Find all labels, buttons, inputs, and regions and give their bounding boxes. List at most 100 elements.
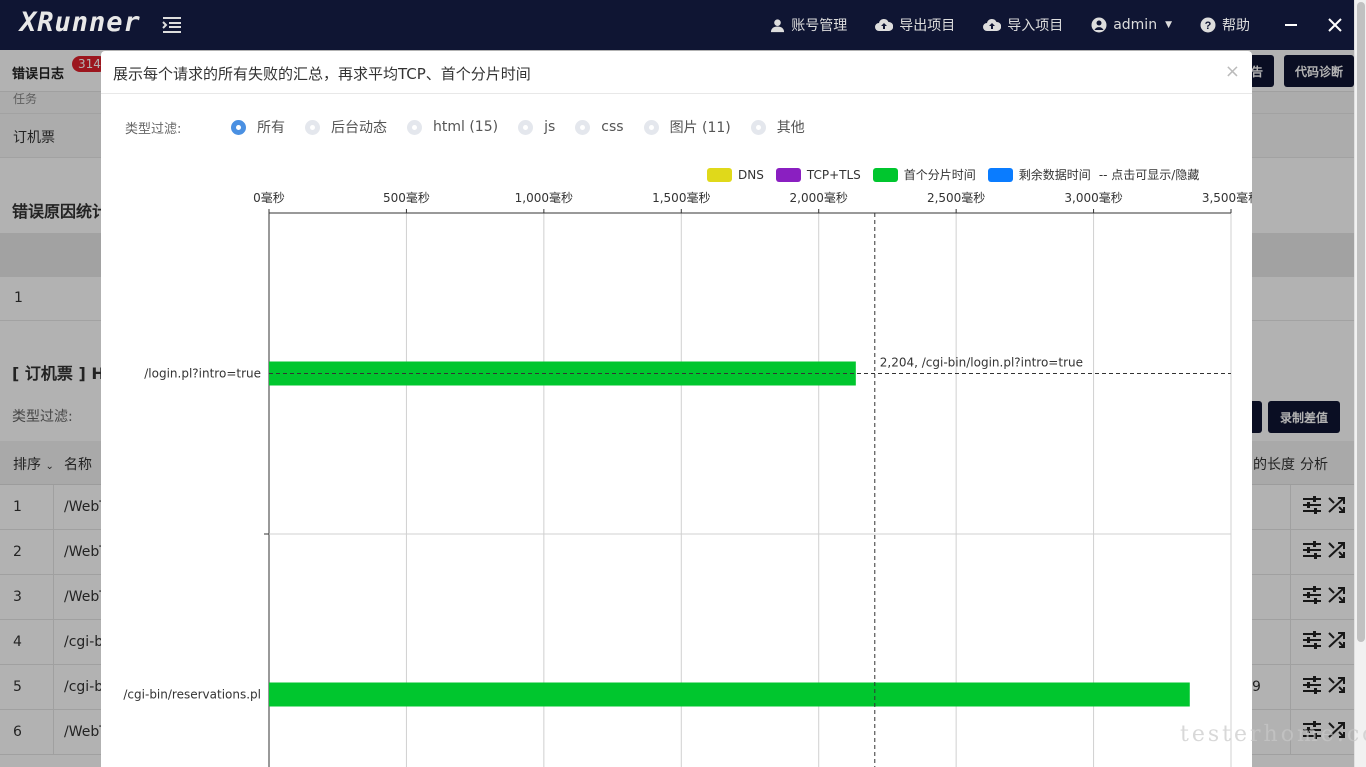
type-filter-option[interactable]: 其他	[750, 117, 805, 137]
type-filter-option-label: 后台动态	[331, 120, 387, 136]
menu-toggle-icon[interactable]	[162, 15, 182, 35]
col-analysis: 分析	[1300, 457, 1328, 473]
report-button-label: 告	[1250, 64, 1263, 79]
column-divider	[1290, 665, 1291, 710]
legend-remaining-data[interactable]: 剩余数据时间	[987, 166, 1091, 183]
export-project-link[interactable]: 导出项目	[875, 15, 955, 35]
row-analysis-actions[interactable]	[1302, 631, 1346, 649]
type-filter-option-label: css	[601, 119, 624, 135]
row-name: /WebT	[64, 589, 108, 605]
legend-dns-label: DNS	[738, 167, 764, 182]
bar-first-chunk	[269, 361, 856, 386]
user-icon	[771, 18, 785, 32]
chart-legend: DNS TCP+TLS 首个分片时间 剩余数据时间 -- 点击可显示/隐藏	[707, 166, 1199, 183]
waterfall-summary-modal: 展示每个请求的所有失败的汇总，再求平均TCP、首个分片时间 × 类型过滤: 所有…	[101, 51, 1252, 767]
bar-first-chunk	[269, 682, 1190, 707]
type-filter-option[interactable]: 后台动态	[305, 117, 387, 137]
row-name: /cgi-b	[64, 679, 104, 695]
error-count-badge: 314	[72, 56, 107, 72]
row-rank: 4	[13, 634, 22, 650]
close-window-button[interactable]	[1322, 12, 1348, 38]
modal-title: 展示每个请求的所有失败的汇总，再求平均TCP、首个分片时间	[113, 65, 531, 83]
column-divider	[1290, 575, 1291, 620]
legend-first-chunk[interactable]: 首个分片时间	[872, 166, 976, 183]
watermark: testerhome.com	[1180, 722, 1366, 747]
legend-remaining-data-swatch	[987, 167, 1013, 182]
modal-header: 展示每个请求的所有失败的汇总，再求平均TCP、首个分片时间 ×	[101, 51, 1252, 94]
row-rank: 5	[13, 679, 22, 695]
legend-first-chunk-label: 首个分片时间	[903, 168, 976, 182]
column-divider	[53, 485, 54, 530]
x-tick-label: 500毫秒	[383, 190, 430, 205]
type-filter-option-label: 所有	[257, 120, 285, 136]
account-management-label: 账号管理	[791, 18, 848, 34]
row-analysis-actions[interactable]	[1302, 541, 1346, 559]
minimize-button[interactable]	[1278, 12, 1304, 38]
type-filter-label: 类型过滤:	[125, 122, 182, 137]
row-analysis-actions[interactable]	[1302, 721, 1346, 739]
legend-tcp-tls[interactable]: TCP+TLS	[775, 167, 861, 182]
type-filter-option-label: html (15)	[433, 119, 499, 135]
admin-menu[interactable]: admin ▼	[1091, 17, 1172, 33]
radio-dot-icon	[575, 119, 591, 135]
modal-close-button[interactable]: ×	[1224, 61, 1240, 82]
col-length: 的长度	[1253, 457, 1295, 473]
adjust-icon	[1303, 676, 1321, 694]
type-filter-option[interactable]: 所有	[231, 117, 285, 137]
page-scrollbar[interactable]	[1354, 0, 1366, 767]
column-divider	[53, 665, 54, 710]
help-icon: ?	[1200, 17, 1216, 33]
error-reason-title: 错误原因统计	[12, 202, 109, 221]
row-rank: 2	[13, 544, 22, 560]
svg-text:?: ?	[1205, 20, 1212, 32]
type-filter-option[interactable]: html (15)	[407, 117, 498, 137]
column-divider	[1290, 620, 1291, 665]
type-filter-option[interactable]: 图片 (11)	[643, 117, 731, 137]
help-link[interactable]: ? 帮助	[1200, 15, 1250, 35]
account-management-link[interactable]: 账号管理	[770, 15, 847, 35]
adjust-icon	[1303, 631, 1321, 649]
shuffle-icon	[1328, 677, 1345, 693]
scrollbar-thumb[interactable]	[1357, 2, 1365, 642]
minimize-icon	[1285, 24, 1297, 26]
column-divider	[1290, 710, 1291, 755]
legend-dns-swatch	[707, 167, 732, 182]
row-extra: 9	[1252, 679, 1261, 695]
type-filter-radios: 所有 后台动态 html (15) js css 图片 (11) 其他	[231, 117, 825, 137]
legend-tcp-tls-swatch	[775, 167, 801, 182]
adjust-icon	[1303, 586, 1321, 604]
x-tick-label: 3,500毫秒	[1202, 190, 1252, 205]
x-tick-label: 1,000毫秒	[515, 190, 573, 205]
row-name: /cgi-b	[64, 634, 104, 650]
type-filter-option[interactable]: css	[575, 117, 624, 137]
type-filter-option[interactable]: js	[518, 117, 555, 137]
legend-hint: -- 点击可显示/隐藏	[1098, 168, 1200, 182]
top-header: XRunner 账号管理 导出项目 导入项目 admin ▼ ? 帮助	[0, 0, 1366, 50]
code-diagnosis-button[interactable]: 代码诊断	[1284, 55, 1354, 87]
type-filter-option-label: 图片 (11)	[669, 120, 731, 136]
help-label: 帮助	[1222, 18, 1250, 34]
x-tick-label: 3,000毫秒	[1064, 190, 1122, 205]
row-name: /WebT	[64, 499, 108, 515]
col-rank[interactable]: 排序 ⌄	[13, 454, 54, 474]
tab-error-log[interactable]: 错误日志	[12, 67, 65, 82]
import-project-link[interactable]: 导入项目	[983, 15, 1063, 35]
account-icon	[1091, 17, 1107, 33]
col-rank-label: 排序	[13, 457, 41, 473]
app-logo: XRunner	[20, 7, 141, 38]
legend-dns[interactable]: DNS	[707, 167, 764, 182]
record-diff-button[interactable]: 录制差值	[1268, 401, 1340, 433]
type-filter-option-label: js	[544, 119, 556, 135]
row-analysis-actions[interactable]	[1302, 676, 1346, 694]
row-analysis-actions[interactable]	[1302, 496, 1346, 514]
y-category-label: /login.pl?intro=true	[144, 367, 261, 381]
column-divider	[1290, 530, 1291, 575]
shuffle-icon	[1328, 632, 1345, 648]
row-analysis-actions[interactable]	[1302, 586, 1346, 604]
column-divider	[53, 575, 54, 620]
sort-chevron-icon: ⌄	[45, 461, 54, 472]
shuffle-icon	[1328, 497, 1345, 513]
request-section-title: [ 订机票 ] HT	[12, 364, 116, 383]
row-rank: 3	[13, 589, 22, 605]
